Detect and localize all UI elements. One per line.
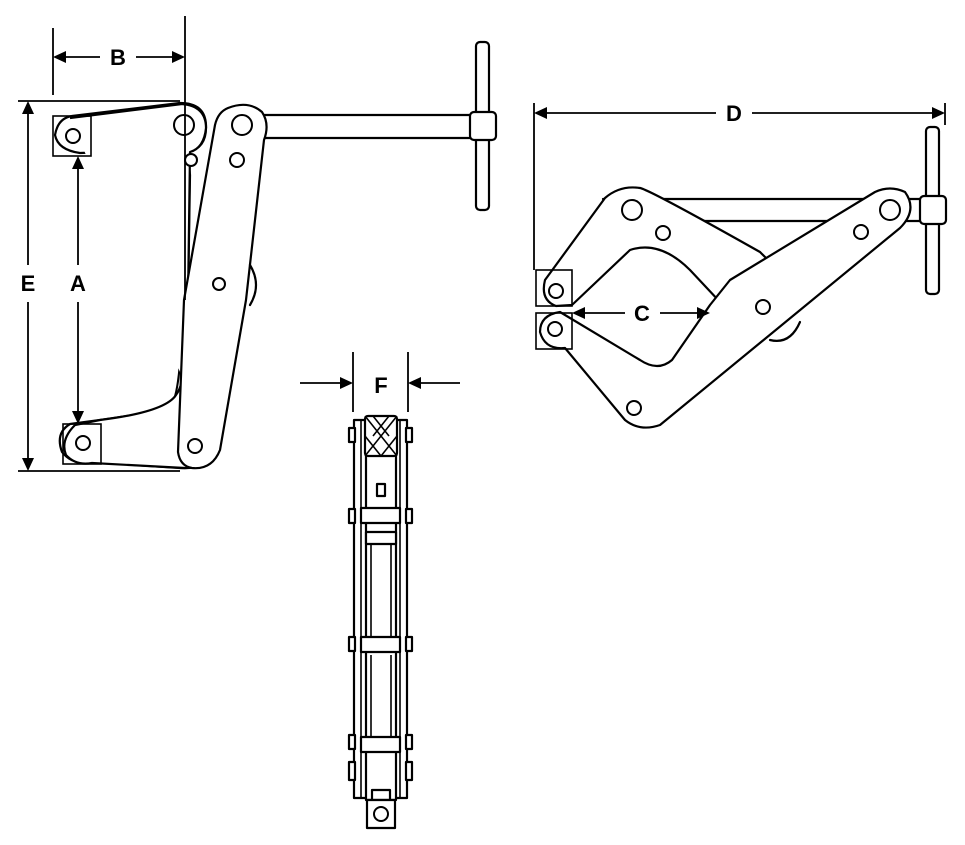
rivet-tab [347, 733, 357, 751]
slot [375, 482, 387, 498]
dimension-label-a: A [70, 271, 86, 296]
rivet-tab [347, 760, 357, 782]
dimension-label-d: D [726, 101, 742, 126]
rivet-tab [404, 635, 414, 653]
side-view-closed: B E A [18, 16, 498, 472]
back-wheel [248, 263, 258, 307]
pivot-hole [755, 299, 771, 315]
dimension-label-e: E [21, 271, 36, 296]
dimension-d: D [533, 101, 946, 270]
pivot-hole [187, 438, 203, 454]
cross-bar [359, 635, 402, 654]
pivot-hole [173, 114, 195, 136]
dimension-f: F [300, 352, 460, 412]
upper-jaw-pad [52, 115, 92, 157]
rivet-tab [404, 760, 414, 782]
pivot-hole [229, 152, 245, 168]
rivet-tab [404, 426, 414, 444]
pivot-hole [184, 153, 198, 167]
dimension-a: A [70, 156, 86, 424]
lower-jaw-pad [62, 423, 102, 465]
swivel-pad [363, 414, 399, 458]
pivot-hole [621, 199, 643, 221]
dimension-b: B [52, 16, 186, 300]
pivot-hole [65, 128, 81, 144]
pivot-hole [231, 114, 253, 136]
pivot-hole [853, 224, 869, 240]
cross-bar [359, 735, 402, 754]
lower-jaw-pad [535, 312, 573, 350]
pivot-hole [547, 321, 563, 337]
screw-tip [365, 788, 397, 830]
cross-bar [364, 530, 398, 546]
pivot-hole [655, 225, 671, 241]
dimension-e: E [18, 100, 180, 472]
front-view: F [300, 352, 460, 830]
rivet-tab [347, 426, 357, 444]
dimension-label-b: B [110, 45, 126, 70]
dimension-c: C [572, 301, 710, 326]
pivot-hole [212, 277, 226, 291]
cross-bar [359, 506, 402, 525]
rivet-tab [347, 507, 357, 525]
rivet-tab [404, 733, 414, 751]
dimension-label-c: C [634, 301, 650, 326]
pivot-hole [75, 435, 91, 451]
pivot-hole [626, 400, 642, 416]
t-handle [468, 40, 498, 212]
screw-rod [260, 113, 477, 140]
upper-jaw-pad [535, 269, 573, 307]
pivot-hole [879, 199, 901, 221]
back-wheel [768, 320, 802, 342]
t-handle [918, 125, 948, 296]
rivet-tab [347, 635, 357, 653]
rivet-tab [404, 507, 414, 525]
lower-arm [538, 187, 912, 429]
pivot-hole [548, 283, 564, 299]
dimension-label-f: F [374, 373, 387, 398]
upper-arm [542, 186, 772, 308]
side-view-open: D C [533, 101, 948, 429]
